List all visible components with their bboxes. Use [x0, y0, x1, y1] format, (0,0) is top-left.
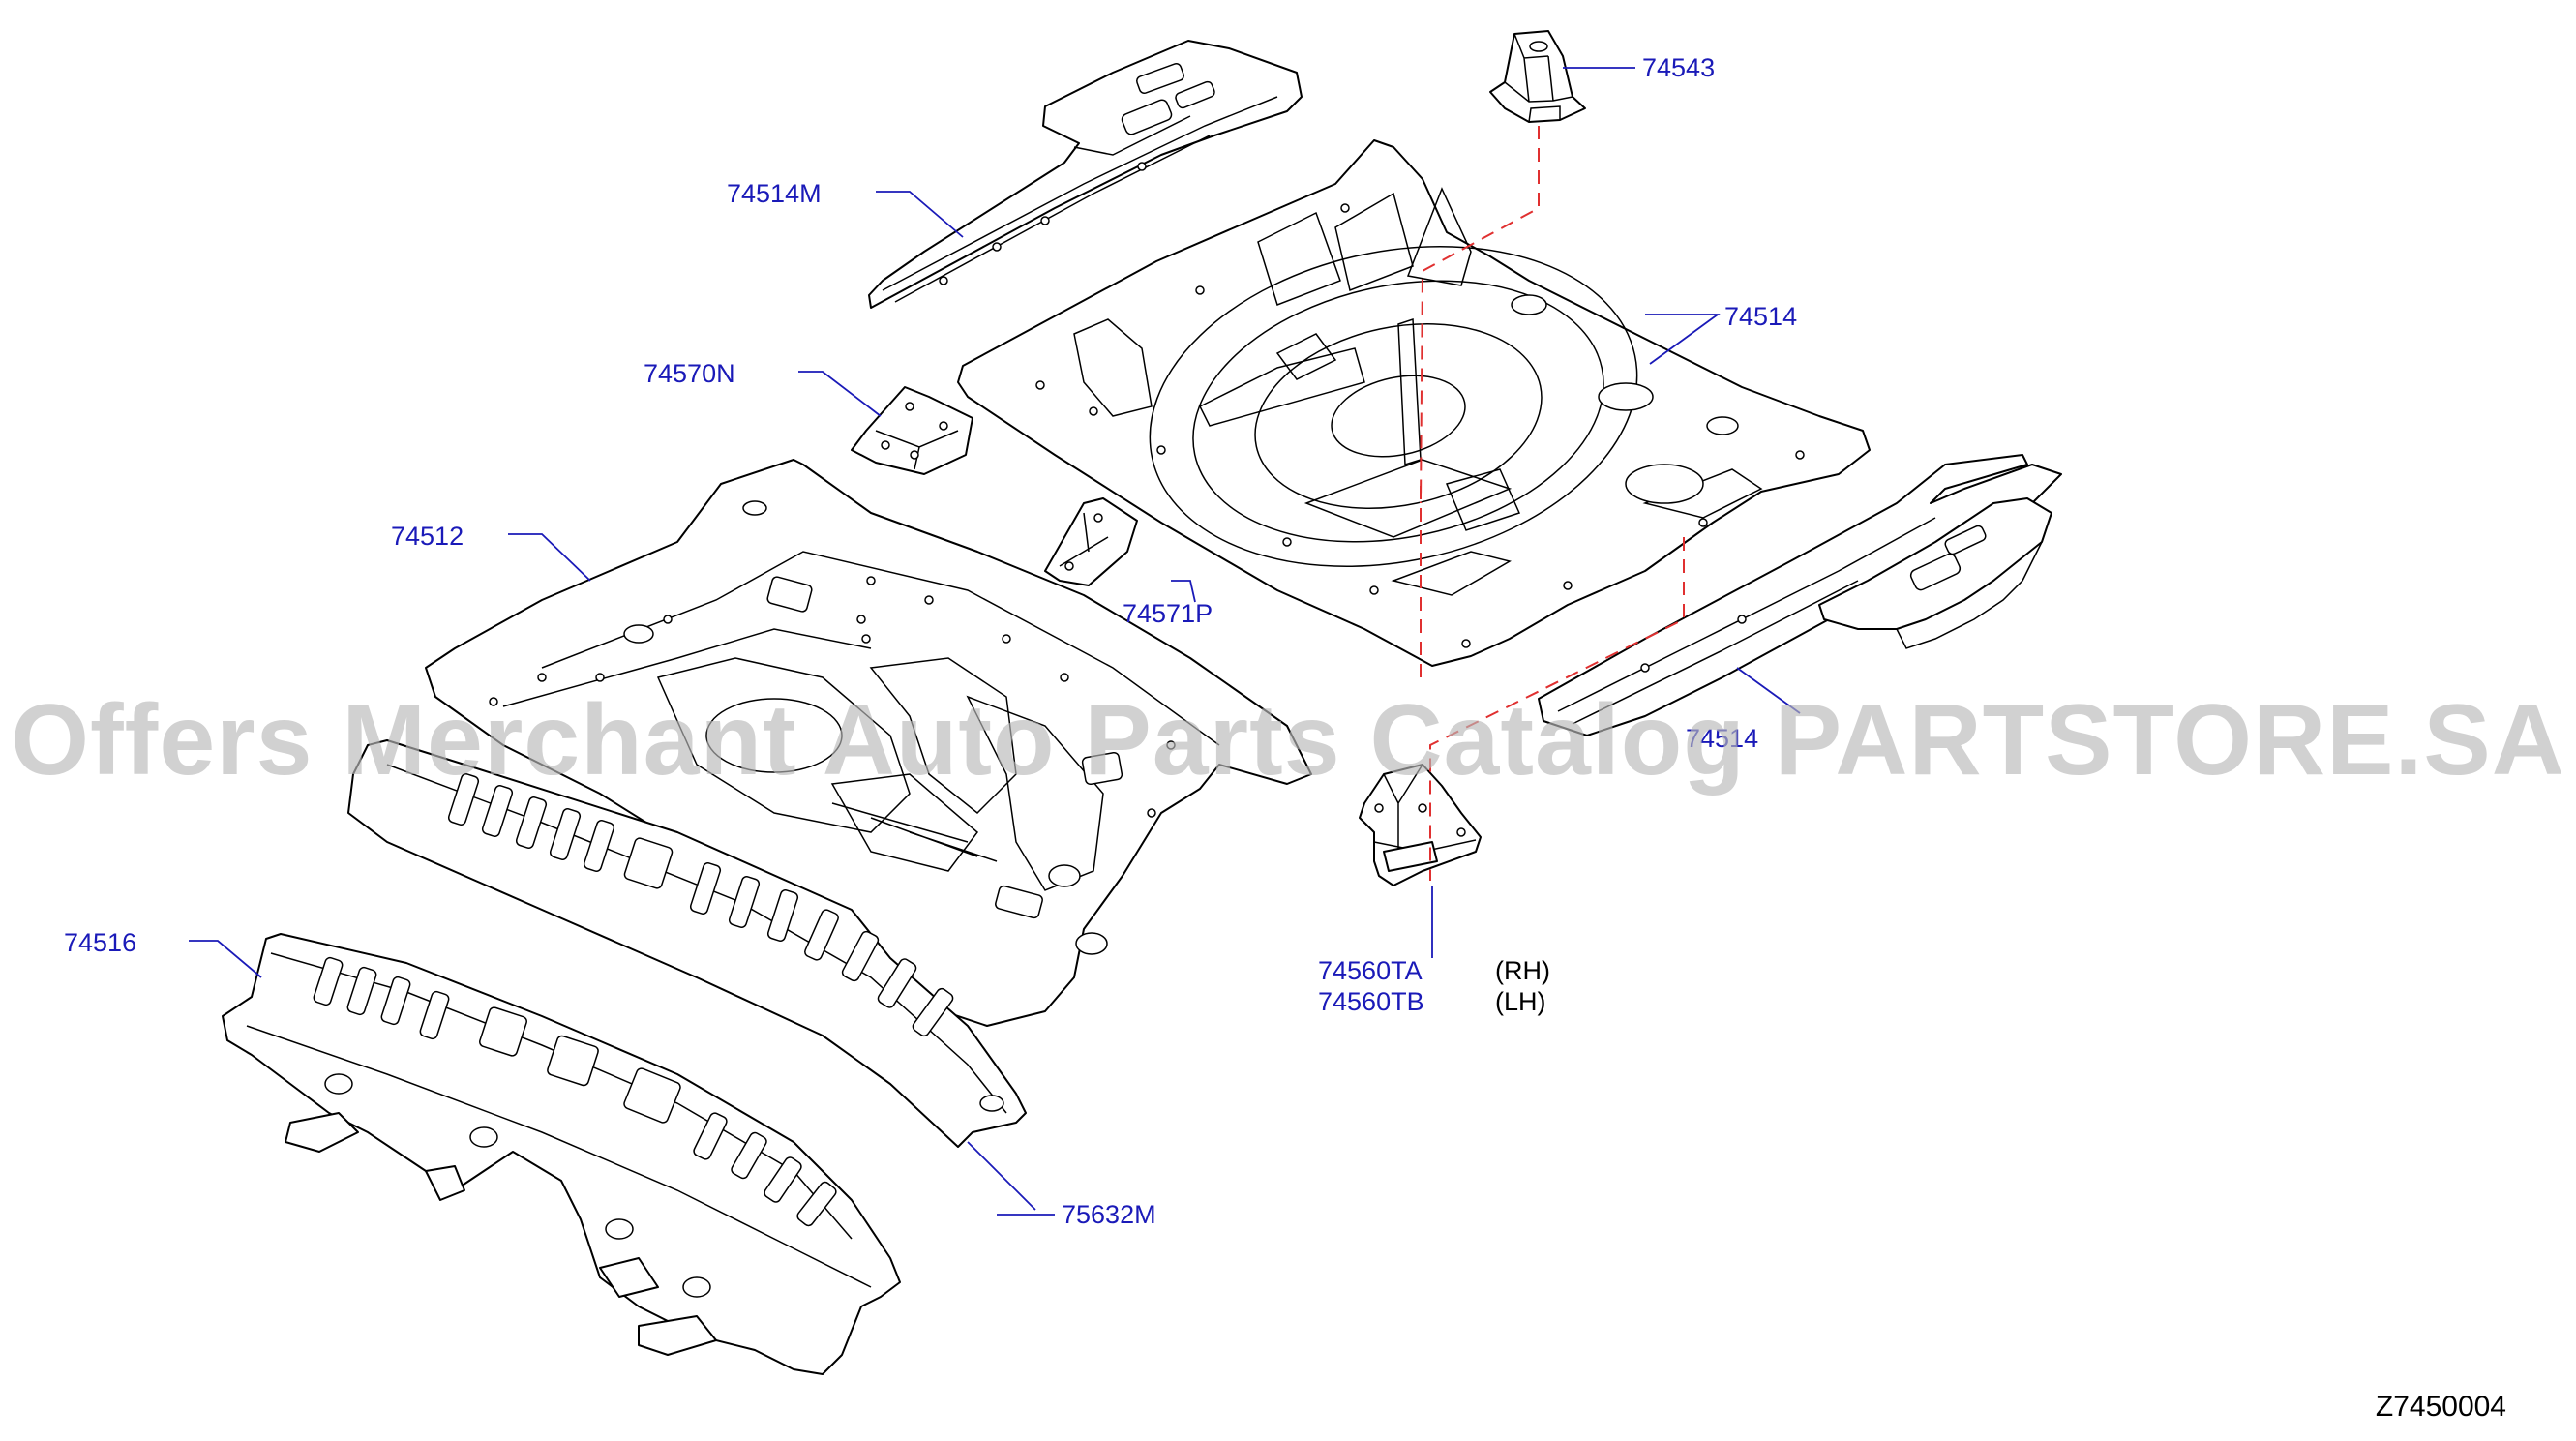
part-74570N[interactable]	[851, 386, 973, 475]
callout-74514M[interactable]: 74514M	[727, 179, 822, 208]
part-74514[interactable]	[957, 139, 1871, 667]
callout-75632M[interactable]: 75632M	[1062, 1200, 1156, 1229]
cross-member-slots	[447, 773, 954, 1037]
callout-74570N[interactable]: 74570N	[644, 359, 735, 388]
assembly-lines	[1420, 126, 1685, 881]
part-74516[interactable]	[222, 933, 901, 1375]
callout-74543[interactable]: 74543	[1642, 53, 1715, 82]
callout-74514-right[interactable]: 74514	[1686, 724, 1758, 753]
callout-74571P[interactable]: 74571P	[1123, 599, 1213, 628]
part-74543[interactable]	[1489, 30, 1586, 123]
callout-74512[interactable]: 74512	[391, 522, 464, 551]
callout-74560TB[interactable]: 74560TB	[1318, 987, 1424, 1016]
part-74512[interactable]	[425, 459, 1312, 1027]
part-74560T[interactable]	[1359, 764, 1482, 886]
part-74571P[interactable]	[1044, 497, 1138, 586]
part-74514M[interactable]	[868, 40, 1303, 309]
callout-labels: 74543 74514M 74514 74570N 74512 74571P 7…	[64, 53, 1797, 1229]
note-rh: (RH)	[1495, 956, 1550, 985]
rear-cross-member-slots	[313, 956, 837, 1227]
part-75632M[interactable]	[347, 739, 1027, 1148]
callout-74514[interactable]: 74514	[1724, 302, 1797, 331]
note-lh: (LH)	[1495, 987, 1546, 1016]
callout-74516[interactable]: 74516	[64, 928, 136, 957]
callout-74560TA[interactable]: 74560TA	[1318, 956, 1423, 985]
part-74514-right-rail[interactable]	[1538, 454, 2062, 736]
diagram-code: Z7450004	[2376, 1391, 2506, 1423]
watermark-text: Offers Merchant Auto Parts Catalog PARTS…	[11, 684, 2565, 796]
leader-lines	[189, 67, 1801, 1216]
